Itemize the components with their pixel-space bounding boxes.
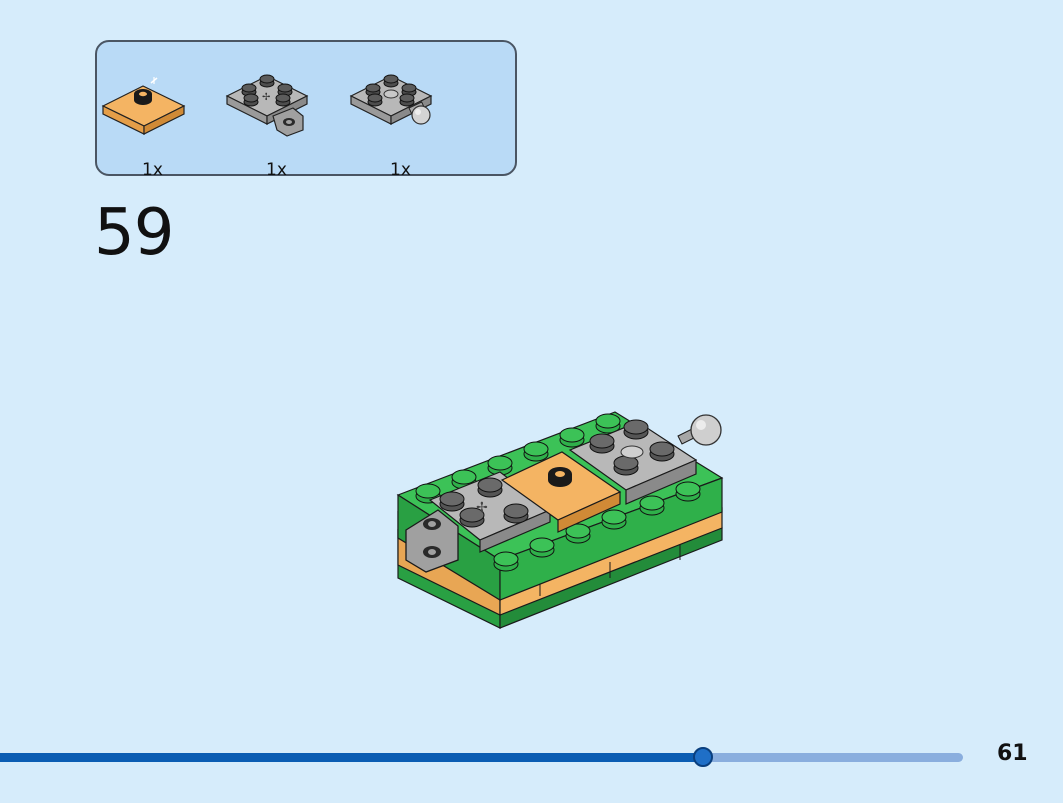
- model-illustration: ✢: [390, 400, 730, 640]
- progress-handle[interactable]: [693, 747, 713, 767]
- svg-text:✢: ✢: [476, 500, 488, 516]
- part-item-tan-plate: 1x: [97, 64, 197, 180]
- progress-bar[interactable]: [0, 747, 963, 767]
- gray-plate-ball-icon: [349, 74, 433, 125]
- part-count: 1x: [266, 160, 287, 180]
- progress-fill: [0, 753, 703, 762]
- step-number: 59: [94, 196, 174, 270]
- parts-callout: 1x ✢: [95, 40, 517, 180]
- part-count: 1x: [390, 160, 411, 180]
- page-number: 61: [997, 741, 1028, 766]
- part-item-gray-plate-ball: 1x: [345, 64, 445, 180]
- tan-plate-icon: [101, 77, 186, 135]
- part-item-gray-plate-clip: ✢ 1x: [221, 64, 321, 180]
- part-count: 1x: [142, 160, 163, 180]
- brick-model-image: ✢: [396, 411, 724, 629]
- gray-plate-clip-icon: ✢: [225, 74, 309, 137]
- svg-text:✢: ✢: [262, 92, 270, 103]
